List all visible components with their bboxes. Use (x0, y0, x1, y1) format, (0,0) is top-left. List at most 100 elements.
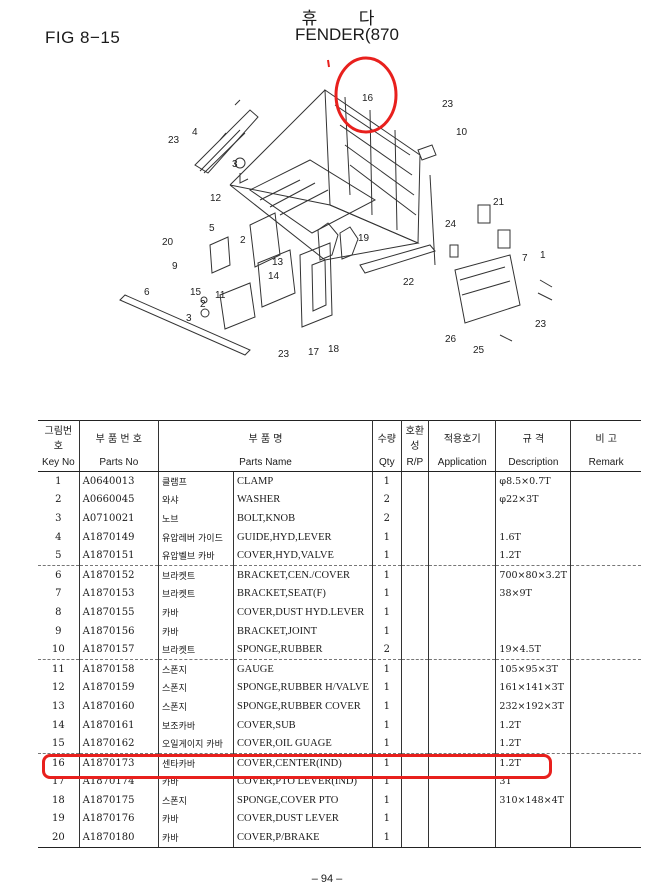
th-parts-name-en: Parts Name (158, 453, 373, 472)
highlight-row-box (42, 754, 552, 779)
parts-name-en-cell: COVER,DUST HYD.LEVER (233, 603, 373, 622)
rp-cell (400, 752, 429, 773)
application-cell (428, 640, 496, 660)
parts-no-cell: A0640013 (78, 471, 159, 491)
remark-cell (570, 471, 641, 491)
qty-cell: 2 (371, 490, 402, 510)
parts-table: 그림번호 부 품 번 호 부 품 명 수량 호환성 적용호기 규 격 비 고 K… (38, 420, 641, 848)
parts-name-en-cell: BOLT,KNOB (233, 509, 373, 528)
callout-18: 18 (328, 344, 340, 355)
parts-name-en-cell: COVER,SUB (233, 715, 373, 735)
callout-4: 4 (192, 127, 198, 138)
title-korean: 휴 다 (301, 9, 393, 29)
parts-no-cell: A1870157 (78, 640, 159, 660)
callout-11: 11 (215, 290, 226, 301)
key-no-cell: 17 (51, 776, 65, 788)
key-no-cell: 15 (51, 738, 65, 750)
application-cell (428, 509, 496, 528)
parts-name-ko-cell: 노브 (158, 509, 234, 528)
callout-9: 9 (172, 261, 178, 272)
callout-10: 10 (456, 127, 468, 138)
qty-cell: 1 (371, 584, 402, 604)
parts-name-ko-cell: 브라켓트 (158, 640, 234, 660)
th-description-en: Description (495, 453, 571, 472)
remark-cell (570, 584, 641, 604)
parts-name-en-cell: SPONGE,RUBBER (233, 640, 373, 660)
application-cell (428, 715, 496, 735)
parts-no-cell: A0710021 (78, 509, 159, 528)
rp-cell (400, 584, 429, 604)
parts-no-cell: A1870176 (78, 809, 159, 829)
qty-cell: 1 (371, 715, 402, 735)
parts-name-ko-cell: 스폰지 (158, 697, 234, 716)
parts-name-ko-cell: 카바 (158, 621, 234, 641)
parts-no-cell: A1870159 (78, 678, 159, 698)
application-cell (428, 546, 496, 566)
seat-bracket (454, 254, 521, 324)
rp-cell (400, 527, 429, 547)
th-key-ko: 그림번호 (44, 426, 73, 452)
parts-no-cell: A1870153 (78, 584, 159, 604)
parts-no-cell: A1870175 (78, 791, 159, 810)
parts-name-ko-cell: 유압벨브 카바 (158, 546, 234, 566)
remark-cell (570, 809, 641, 829)
remark-cell (570, 791, 641, 810)
parts-name-en-cell: SPONGE,COVER PTO (233, 791, 373, 810)
th-remark-ko: 비 고 (570, 420, 641, 453)
callout-23b: 23 (168, 135, 180, 146)
callout-5: 5 (209, 223, 215, 234)
rp-cell (400, 734, 429, 754)
application-cell (428, 809, 496, 829)
application-cell (428, 471, 496, 491)
parts-name-en-cell: BRACKET,JOINT (233, 621, 373, 641)
remark-cell (570, 697, 641, 716)
rp-cell (400, 621, 429, 641)
remark-cell (570, 828, 641, 848)
callout-23: 23 (442, 99, 454, 110)
parts-name-en-cell: CLAMP (233, 471, 373, 491)
rp-cell (400, 509, 429, 528)
description-cell: 700×80×3.2T (495, 564, 571, 585)
application-cell (428, 734, 496, 754)
qty-cell: 1 (371, 791, 402, 810)
key-no-cell: 12 (51, 682, 65, 694)
parts-name-en-cell: COVER,DUST LEVER (233, 809, 373, 829)
parts-name-en-cell: GAUGE (233, 658, 373, 679)
key-no-cell: 1 (55, 475, 62, 487)
highlight-circle (334, 56, 398, 134)
description-cell: 1.2T (495, 715, 571, 735)
callout-6: 6 (144, 287, 150, 298)
parts-name-ko-cell: 와샤 (158, 490, 234, 510)
remark-cell (570, 734, 641, 754)
rp-cell (400, 490, 429, 510)
figure-label: FIG 8−15 (45, 28, 121, 47)
callout-24: 24 (445, 219, 457, 230)
callout-14: 14 (268, 271, 280, 282)
application-cell (428, 603, 496, 622)
key-no-cell: 7 (55, 588, 62, 600)
parts-name-en-cell: BRACKET,SEAT(F) (233, 584, 373, 604)
remark-cell (570, 603, 641, 622)
callout-19: 19 (358, 233, 370, 244)
key-no-cell: 6 (38, 564, 80, 585)
key-no-cell: 11 (38, 658, 80, 679)
callout-26: 26 (445, 334, 457, 345)
qty-cell: 1 (371, 621, 402, 641)
qty-cell: 1 (371, 828, 402, 848)
parts-name-ko-cell: 보조카바 (158, 715, 234, 735)
application-cell (428, 828, 496, 848)
exploded-parts-diagram: 16 23 10 4 23 3 12 5 2 20 9 21 24 19 7 1… (119, 56, 553, 360)
rp-cell (400, 828, 429, 848)
qty-cell: 1 (371, 752, 402, 773)
th-qty-ko: 수량 (371, 420, 402, 453)
description-cell (495, 828, 571, 848)
parts-no-cell: A1870156 (78, 621, 159, 641)
application-cell (428, 564, 496, 585)
